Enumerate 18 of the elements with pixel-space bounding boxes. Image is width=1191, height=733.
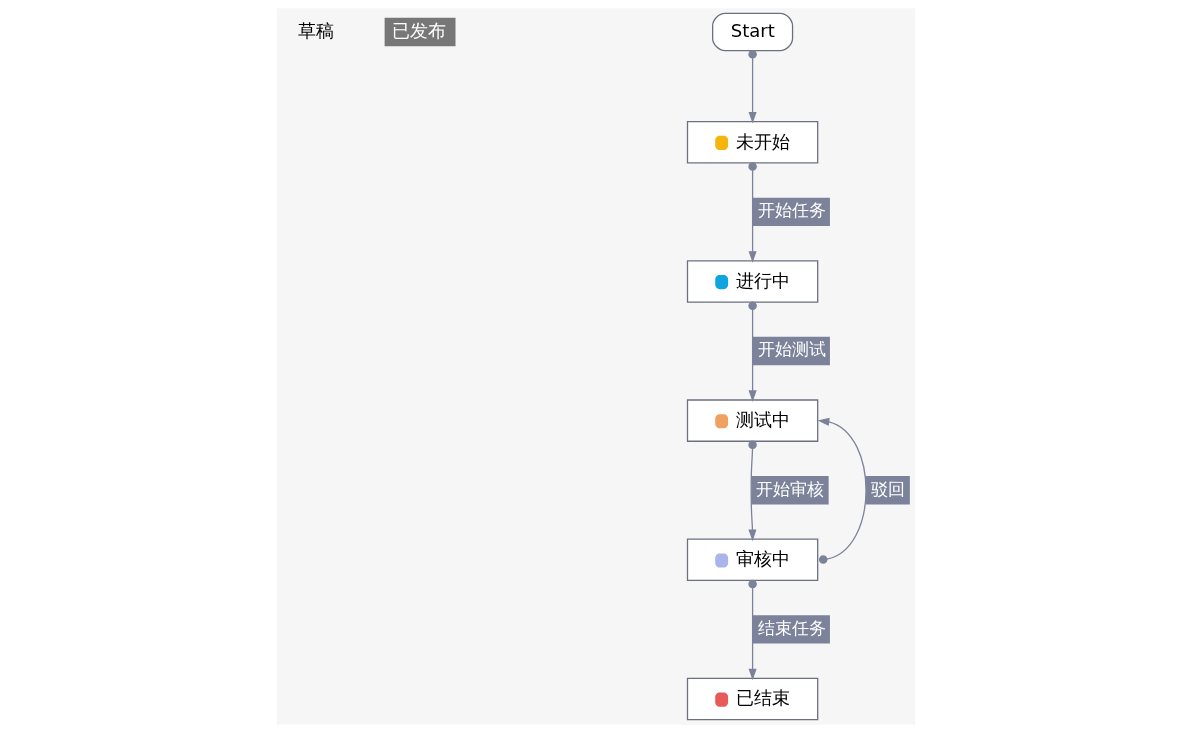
node-box: 已结束	[686, 677, 818, 721]
node-box: 进行中	[686, 260, 818, 303]
arrow	[747, 301, 757, 402]
edge-label: 驳回	[870, 478, 905, 499]
edge-label: 结束任务	[757, 617, 826, 638]
edge-label: 开始测试	[757, 339, 826, 360]
edge-label: 开始任务	[757, 200, 826, 221]
node-box: 测试中	[686, 399, 818, 442]
arrow	[817, 417, 867, 564]
node-box: 未开始	[686, 120, 818, 164]
label: 草稿	[297, 19, 334, 41]
arrow	[747, 50, 757, 124]
arrow	[747, 162, 757, 263]
node-box: Start	[711, 12, 793, 52]
node-box: 审核中	[686, 538, 818, 582]
label: 已发布	[391, 19, 446, 41]
arrow	[747, 579, 757, 681]
edge-label: 开始审核	[755, 478, 824, 499]
